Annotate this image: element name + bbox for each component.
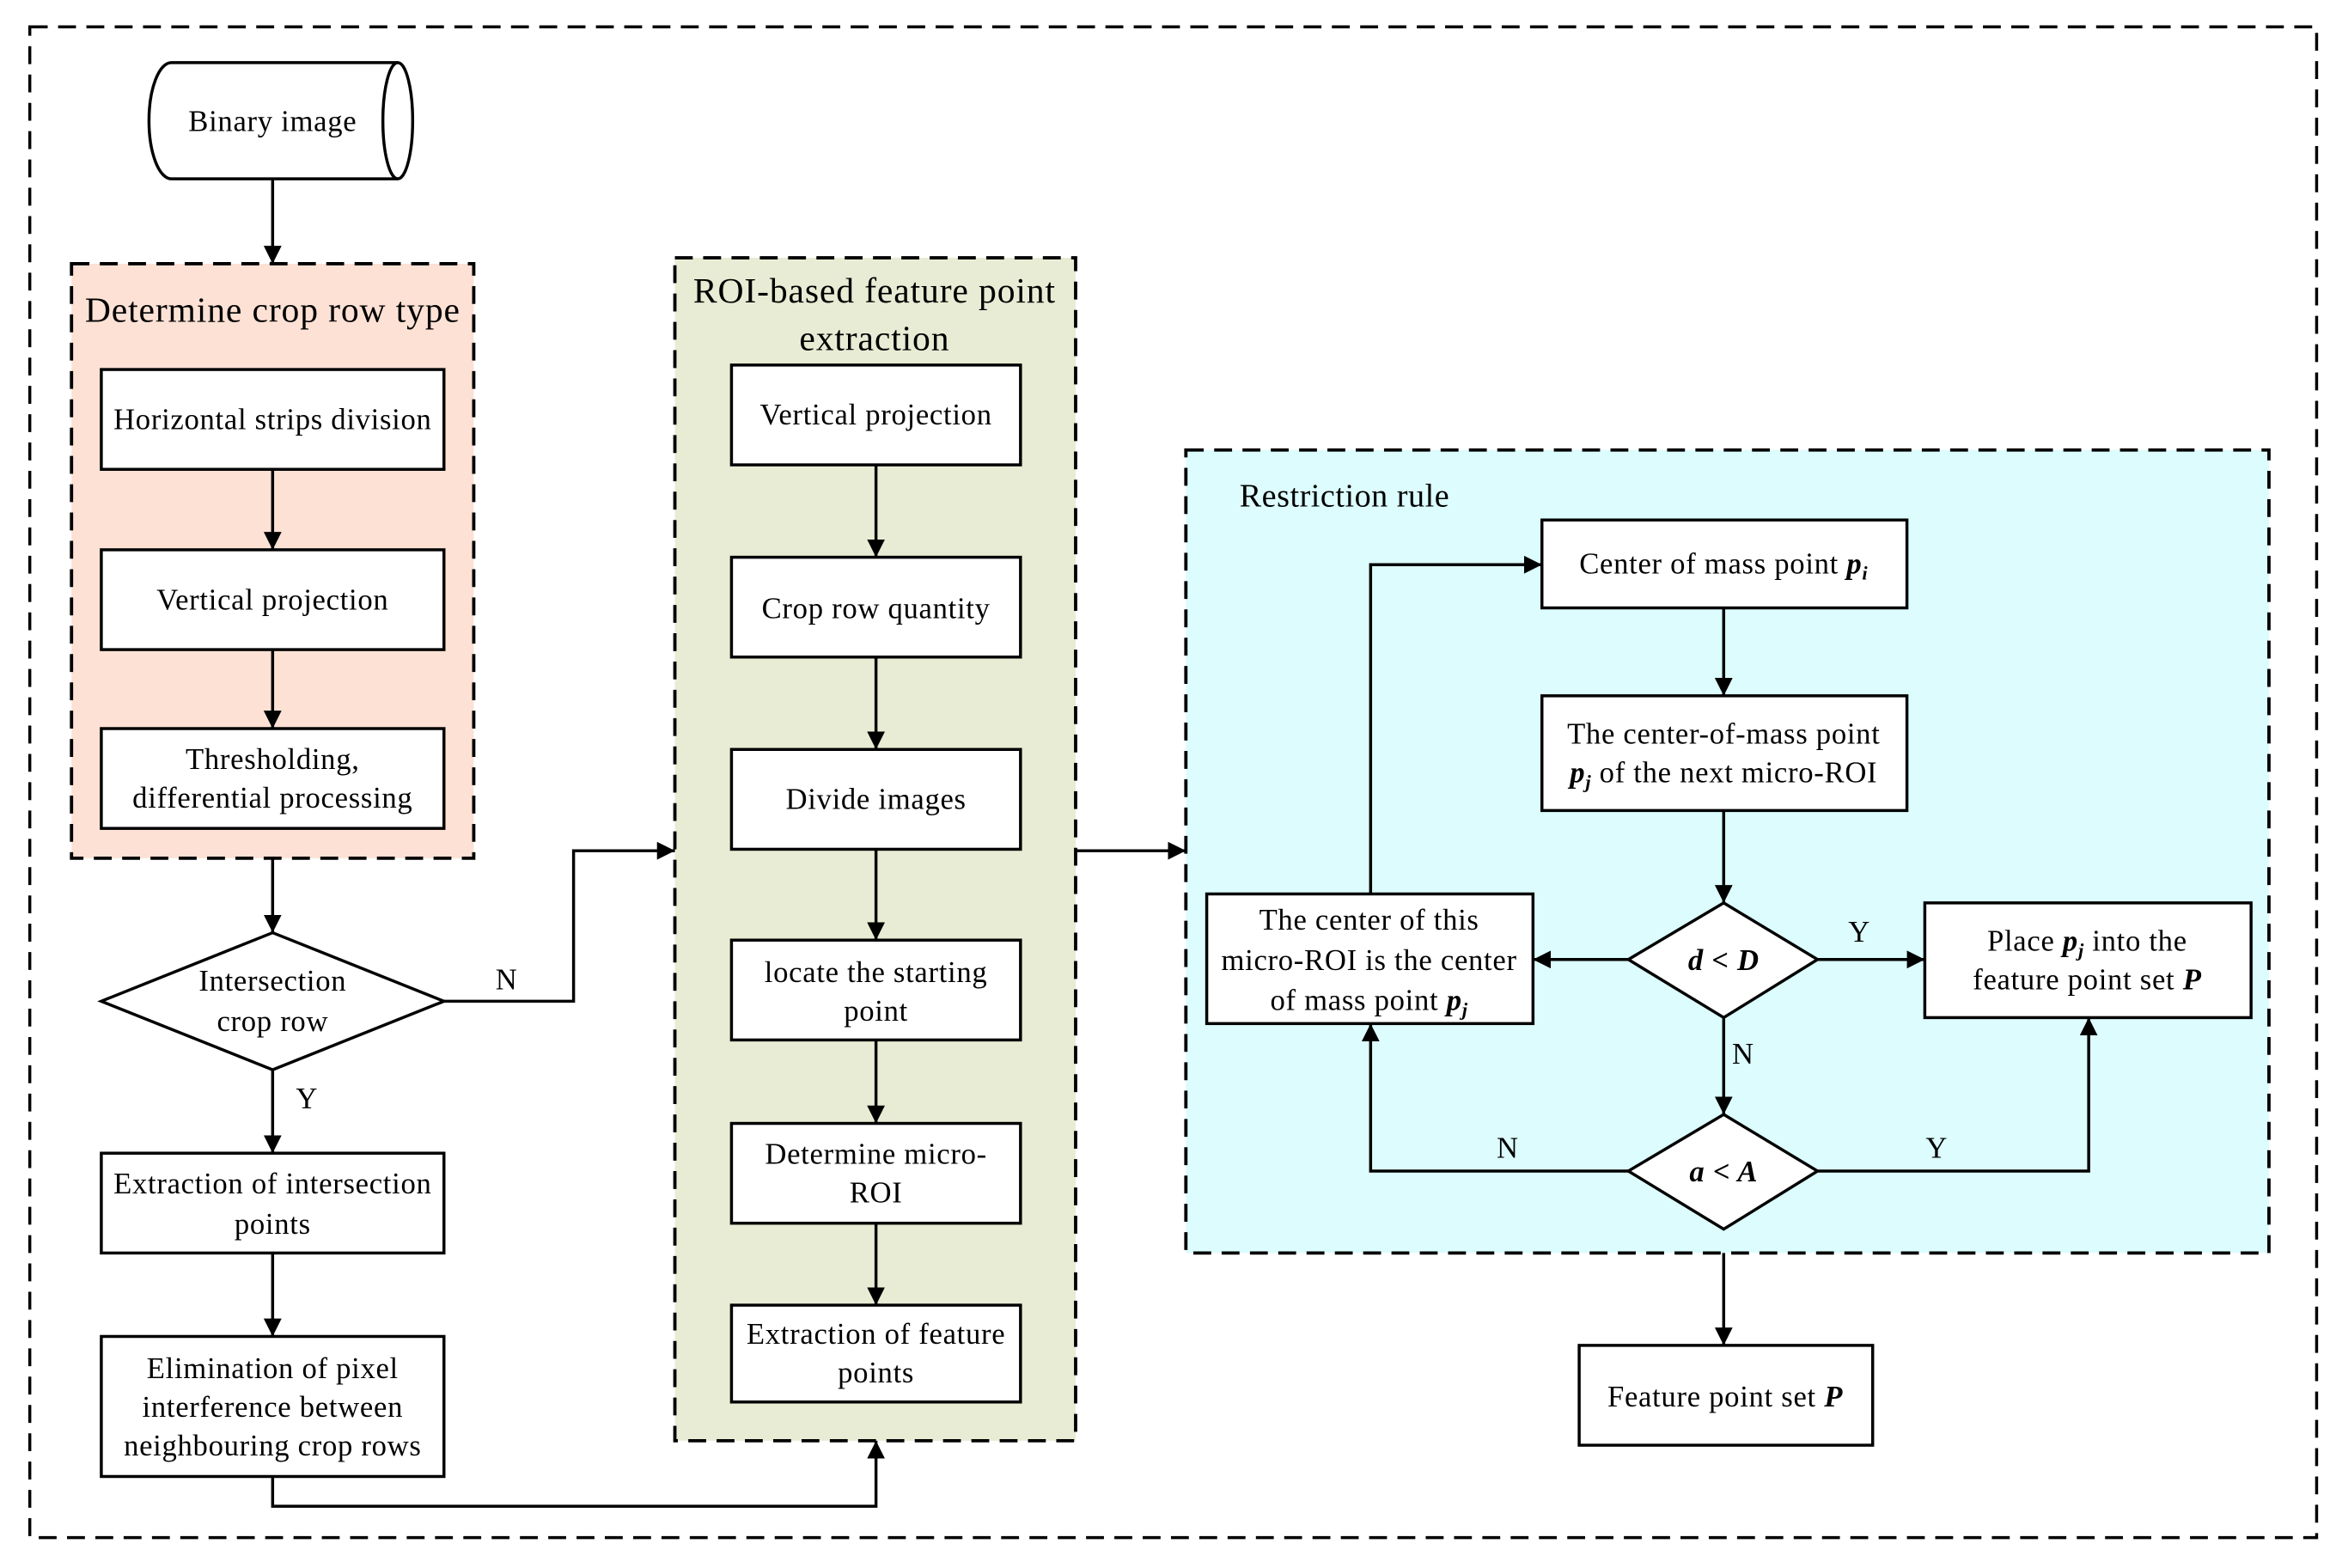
determine-micro-roi-line-2: ROI <box>850 1175 903 1209</box>
angle-yes-label: Y <box>1925 1131 1948 1164</box>
vertical-projection-box-1 <box>100 548 446 651</box>
crop-row-type-title: Determine crop row type <box>85 291 460 331</box>
distance-check-label: d < D <box>1688 943 1760 977</box>
roi-extraction-title-line-1: ROI-based feature point <box>693 272 1056 311</box>
divide-images-label: Divide images <box>785 783 966 816</box>
angle-no-label: N <box>1497 1131 1519 1164</box>
recenter-line-2: micro-ROI is the center <box>1221 943 1516 977</box>
place-point-post: into the <box>2084 924 2187 957</box>
arrow-intersection-no-to-roi <box>443 841 675 1004</box>
feature-point-set-label: Feature point set P <box>1607 1380 1843 1413</box>
next-center-box <box>1540 694 1909 813</box>
place-point-box <box>1923 901 2253 1020</box>
next-center-rest: of the next micro-ROI <box>1591 755 1877 789</box>
interference-elimination-box <box>100 1334 446 1479</box>
feature-point-set-box <box>1577 1344 1875 1447</box>
recenter-subscript: j <box>1460 999 1468 1021</box>
intersection-decision-line-2: crop row <box>217 1004 328 1038</box>
horizontal-strips-box <box>100 368 446 472</box>
locate-start-line-2: point <box>844 994 908 1028</box>
distance-no-label: N <box>1732 1037 1754 1071</box>
connectors <box>263 179 2098 1508</box>
thresholding-label-line-1: Thresholding, <box>186 742 360 776</box>
horizontal-strips-label: Horizontal strips division <box>113 402 432 436</box>
recenter-line-1: The center of this <box>1259 903 1479 937</box>
next-center-variable: p <box>1567 755 1585 789</box>
intersection-no-label: N <box>496 962 518 996</box>
outer-dashed-border <box>27 25 2319 1540</box>
recenter-box <box>1205 892 1535 1026</box>
determine-micro-roi-line-1: Determine micro- <box>765 1137 987 1170</box>
feature-point-set-text: Feature point set <box>1607 1380 1824 1413</box>
crop-row-quantity-box <box>729 555 1022 659</box>
angle-check-label: a < A <box>1689 1155 1758 1188</box>
place-point-line-2: feature point set P <box>1973 962 2202 996</box>
distance-yes-label: Y <box>1848 915 1870 949</box>
recenter-line-3: of mass point pj <box>1270 984 1467 1021</box>
vertical-projection-label-1: Vertical projection <box>156 583 388 616</box>
center-of-mass-box <box>1540 518 1909 610</box>
binary-image-shape-edge <box>381 61 399 180</box>
next-center-line-2: pj of the next micro-ROI <box>1567 755 1877 792</box>
arrow-angle-yes-to-place <box>1817 1017 2098 1173</box>
intersection-yes-label: Y <box>296 1082 318 1115</box>
angle-check-diamond <box>1625 1113 1821 1231</box>
center-of-mass-variable: p <box>1844 547 1862 581</box>
feature-extraction-box <box>729 1303 1022 1404</box>
arrow-recenter-loop-to-center <box>1369 555 1542 894</box>
center-of-mass-label: Center of mass point pi <box>1579 547 1868 584</box>
divide-images-box <box>729 747 1022 851</box>
locate-start-box <box>729 938 1022 1042</box>
thresholding-box <box>100 727 446 830</box>
place-point-pre: Place <box>1987 924 2063 957</box>
next-center-line-1: The center-of-mass point <box>1567 717 1880 750</box>
place-point-set-variable: P <box>2182 962 2202 996</box>
place-point-subscript: j <box>2076 939 2084 961</box>
center-of-mass-subscript: i <box>1862 563 1868 584</box>
thresholding-label-line-2: differential processing <box>132 781 412 815</box>
arrow-elimination-to-roi <box>271 1440 886 1508</box>
recenter-line-3-text: of mass point <box>1270 984 1446 1017</box>
locate-start-line-1: locate the starting <box>765 955 988 989</box>
restriction-rule-title: Restriction rule <box>1240 479 1449 515</box>
interference-elimination-line-3: neighbouring crop rows <box>124 1429 422 1462</box>
intersection-decision-diamond <box>97 930 448 1071</box>
recenter-variable: p <box>1444 984 1462 1017</box>
feature-extraction-line-2: points <box>838 1356 914 1389</box>
crop-row-quantity-label: Crop row quantity <box>762 592 991 625</box>
vertical-projection-label-2: Vertical projection <box>760 398 992 431</box>
arrow-angle-no-to-recenter <box>1361 1023 1629 1173</box>
place-point-variable: p <box>2060 924 2078 957</box>
roi-extraction-title-line-2: extraction <box>799 320 949 359</box>
intersection-extraction-box <box>100 1151 446 1255</box>
place-point-line-1: Place pj into the <box>1987 924 2187 961</box>
intersection-extraction-line-2: points <box>235 1207 311 1241</box>
binary-image-label: Binary image <box>188 105 357 138</box>
next-center-subscript: j <box>1583 771 1591 792</box>
interference-elimination-line-2: interference between <box>143 1390 404 1424</box>
binary-image-node: Binary image <box>147 61 415 180</box>
interference-elimination-line-1: Elimination of pixel <box>147 1351 399 1385</box>
intersection-decision-line-1: Intersection <box>198 964 346 998</box>
determine-micro-roi-box <box>729 1121 1022 1225</box>
vertical-projection-box-2 <box>729 363 1022 467</box>
feature-extraction-line-1: Extraction of feature <box>747 1317 1005 1351</box>
intersection-extraction-line-1: Extraction of intersection <box>113 1167 431 1200</box>
feature-point-set-variable: P <box>1823 1380 1843 1413</box>
place-point-set-text: feature point set <box>1973 962 2183 996</box>
distance-check-diamond <box>1625 900 1821 1020</box>
center-of-mass-text: Center of mass point <box>1579 547 1846 581</box>
